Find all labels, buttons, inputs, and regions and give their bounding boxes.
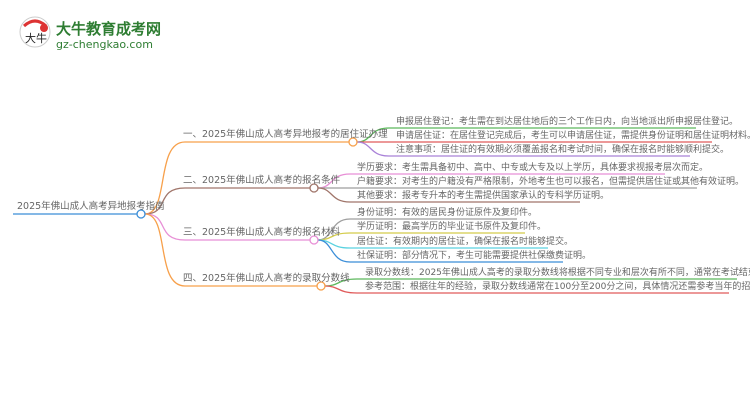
leaf-label: 户籍要求：对考生的户籍没有严格限制，外地考生也可以报名，但需提供居住证或其他有效… — [357, 177, 745, 187]
logo-url: gz-chengkao.com — [56, 38, 153, 51]
root-node-label: 2025年佛山成人高考异地报考指南 — [17, 201, 165, 212]
branch-connector-2 — [144, 187, 310, 215]
leaf-label: 身份证明：有效的居民身份证原件及复印件。 — [357, 208, 538, 218]
branch-connector-3 — [144, 213, 310, 241]
leaf-label: 学历证明：最高学历的毕业证书原件及复印件。 — [357, 222, 547, 232]
leaf-connector-3-4 — [317, 239, 563, 263]
branch-label-4: 四、2025年佛山成人高考的录取分数线 — [183, 273, 350, 284]
branch-label-2: 二、2025年佛山成人高考的报名条件 — [183, 175, 341, 186]
leaf-label: 其他要求：报考专升本的考生需提供国家承认的专科学历证明。 — [357, 191, 610, 201]
logo-mark-icon: 大牛 — [19, 16, 51, 48]
root-collapse-toggle[interactable] — [136, 209, 146, 219]
leaf-label: 社保证明：部分情况下，考生可能需要提供社保缴费证明。 — [357, 251, 592, 261]
branch-collapse-toggle-2[interactable] — [309, 183, 319, 193]
leaf-label: 注意事项：居住证的有效期必须覆盖报名和考试时间，确保在报名时能够顺利提交。 — [396, 145, 730, 155]
logo: 大牛 大牛教育成考网 gz-chengkao.com — [18, 14, 178, 54]
leaf-label: 申报居住登记：考生需在到达居住地后的三个工作日内，向当地派出所申报居住登记。 — [396, 117, 739, 127]
leaf-label: 参考范围：根据往年的经验，录取分数线通常在100分至200分之间，具体情况还需参… — [365, 282, 750, 292]
leaf-label: 居住证：有效期内的居住证，确保在报名时能够提交。 — [357, 237, 574, 247]
logo-title: 大牛教育成考网 — [56, 20, 162, 38]
leaf-connector-1-3 — [356, 141, 690, 157]
branch-collapse-toggle-1[interactable] — [348, 137, 358, 147]
branch-connector-1 — [144, 141, 349, 215]
leaf-label: 申请居住证：在居住登记完成后，考生可以申请居住证，需提供身份证明和居住证明材料。 — [396, 131, 750, 141]
leaf-label: 录取分数线：2025年佛山成人高考的录取分数线将根据不同专业和层次有所不同，通常… — [365, 268, 750, 278]
branch-label-3: 三、2025年佛山成人高考的报名材料 — [183, 227, 341, 238]
leaf-connector-4-2 — [324, 285, 729, 294]
svg-text:大牛: 大牛 — [25, 31, 47, 45]
branch-connector-4 — [144, 213, 317, 287]
branch-collapse-toggle-3[interactable] — [309, 235, 319, 245]
leaf-connector-2-3 — [317, 187, 580, 203]
leaf-label: 学历要求：考生需具备初中、高中、中专或大专及以上学历，具体要求视报考层次而定。 — [357, 163, 709, 173]
branch-collapse-toggle-4[interactable] — [316, 281, 326, 291]
branch-label-1: 一、2025年佛山成人高考异地报考的居住证办理 — [183, 129, 388, 140]
